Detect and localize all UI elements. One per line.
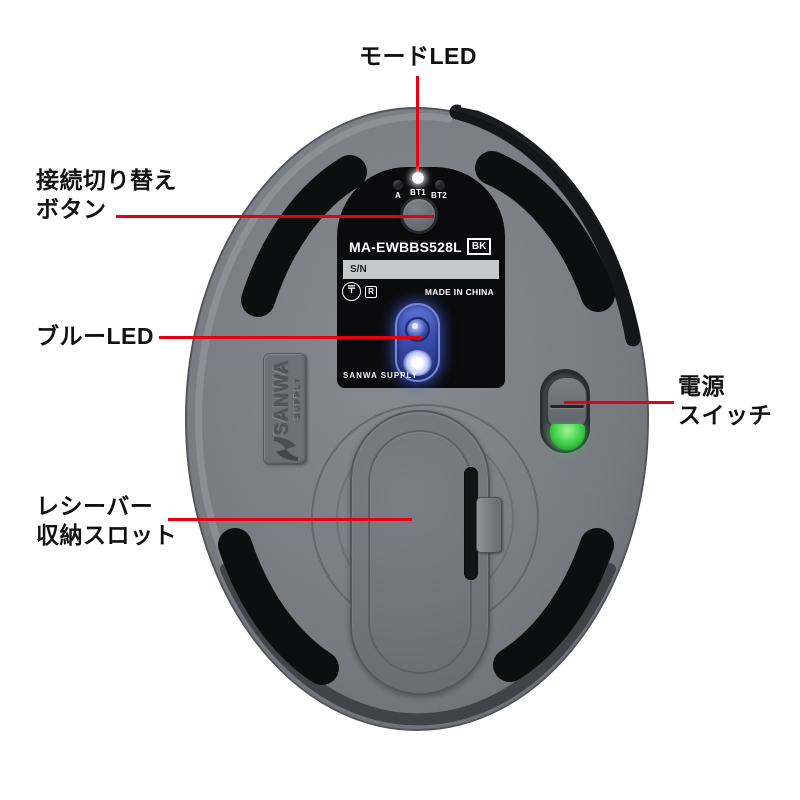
serial-number-bar: S/N — [343, 260, 499, 279]
label-power-line2: スイッチ — [678, 402, 772, 428]
led-bt1-label: BT1 — [410, 188, 427, 197]
receiver-slot-tab — [476, 497, 502, 553]
r-cert-mark: R — [365, 286, 377, 298]
blue-led-sensor — [395, 303, 440, 382]
callout-line-power-switch — [564, 401, 674, 404]
label-connect-line2: ボタン — [36, 196, 107, 222]
label-connect-line1: 接続切り替え — [36, 167, 177, 193]
glide-pad-top-left — [241, 155, 367, 317]
power-on-green-indicator — [550, 424, 585, 450]
label-panel: A BT1 BT2 MA-EWBBS528L BK S/N 〒 R MADE I… — [337, 167, 505, 388]
label-power-switch: 電源 スイッチ — [678, 372, 772, 430]
led-a-indicator — [393, 180, 403, 190]
receiver-slot-opening — [464, 467, 478, 580]
label-power-line1: 電源 — [678, 373, 725, 399]
label-receiver-line2: 収納スロット — [36, 522, 177, 548]
label-receiver-slot: レシーバー 収納スロット — [36, 492, 177, 550]
label-receiver-line1: レシーバー — [36, 493, 154, 519]
sensor-glow — [403, 350, 432, 376]
made-in-label: MADE IN CHINA — [424, 287, 494, 297]
sanwa-logo-mark — [274, 437, 298, 461]
led-bt2-label: BT2 — [431, 191, 448, 200]
body-top-rim — [449, 104, 641, 347]
rim-notch — [460, 96, 479, 111]
callout-line-mode-led — [416, 76, 419, 174]
led-bt1-lit-dot — [412, 172, 424, 184]
side-logo-plate: SANWA SUPPLY — [263, 353, 307, 465]
color-code-badge: BK — [466, 238, 492, 255]
label-blue-led: ブルーLED — [36, 323, 154, 349]
led-a-label: A — [395, 191, 402, 200]
brand-name: SANWA — [271, 360, 292, 436]
callout-line-blue-led — [159, 336, 421, 339]
led-bt2-indicator — [435, 180, 445, 190]
brand-subname: SUPPLY — [294, 376, 301, 420]
side-logo-text: SANWA SUPPLY — [266, 350, 306, 446]
body-bevel-highlight — [195, 113, 453, 568]
model-number: MA-EWBBS528L — [349, 238, 462, 255]
label-mode-led: モードLED — [359, 43, 477, 69]
giteki-cert-mark: 〒 — [342, 282, 361, 301]
serial-label: S/N — [350, 264, 367, 275]
callout-line-connect-button — [116, 215, 434, 218]
label-connect-button: 接続切り替え ボタン — [36, 166, 177, 224]
glide-pad-bottom-right — [493, 528, 614, 682]
receiver-cover-inner-seam — [368, 430, 472, 674]
power-switch — [540, 369, 590, 453]
glide-pad-top-right — [475, 151, 615, 312]
glide-pad-bottom-left — [218, 528, 339, 685]
callout-line-receiver-slot — [168, 518, 412, 521]
power-switch-groove — [550, 405, 584, 408]
panel-brand-label: SANWA SUPPLY — [343, 371, 418, 380]
